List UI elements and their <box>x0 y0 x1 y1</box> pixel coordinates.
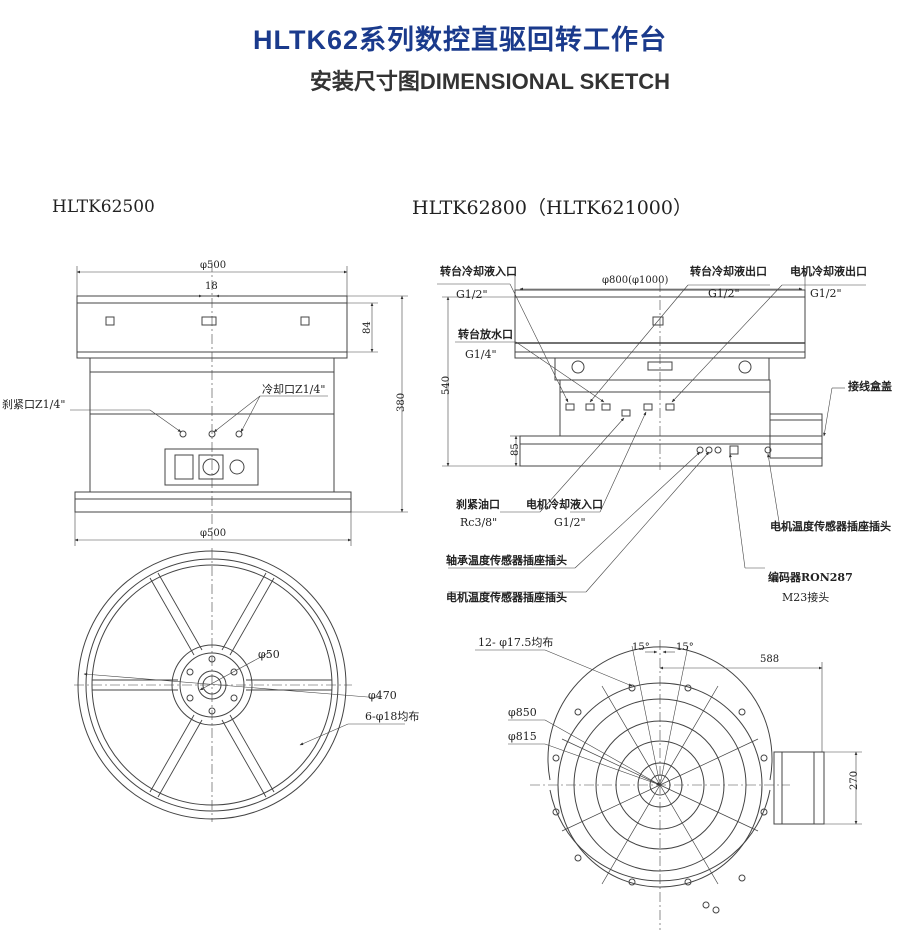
right-top-dimensions <box>475 645 862 825</box>
left-dim-total-height: 380 <box>396 393 407 412</box>
callout-table-coolant-out-size: G1/2" <box>708 287 740 300</box>
left-top-dimensions <box>83 651 405 746</box>
right-dim-total-height: 540 <box>441 376 452 395</box>
left-port-coolant: 冷却口Z1/4" <box>262 383 325 396</box>
page-title: HLTK62系列数控直驱回转工作台 <box>252 25 667 55</box>
callout-brake-oil-size: Rc3/8" <box>460 516 497 529</box>
right-top-view <box>530 640 825 930</box>
callout-motor-coolant-out: 电机冷却液出口 <box>790 264 867 278</box>
page-subtitle: 安装尺寸图DIMENSIONAL SKETCH <box>309 69 671 94</box>
callout-motor-coolant-out-size: G1/2" <box>810 287 842 300</box>
callout-table-coolant-in-size: G1/2" <box>456 288 488 301</box>
right-dim-outer: φ850 <box>508 706 537 719</box>
right-side-view <box>514 282 823 470</box>
callout-motor-coolant-in: 电机冷却液入口 <box>526 497 603 511</box>
callout-brake-oil: 刹紧油口 <box>456 497 500 511</box>
left-dim-top-height: 84 <box>362 321 373 334</box>
left-dim-top-width: φ500 <box>200 260 226 271</box>
callout-encoder-conn: M23接头 <box>782 591 829 604</box>
callout-junction-cover: 接线盒盖 <box>848 379 892 393</box>
right-dim-box-offset: 588 <box>760 654 779 665</box>
callout-table-drain: 转台放水口 <box>458 327 513 341</box>
callout-table-drain-size: G1/4" <box>465 348 497 361</box>
right-dim-inner: φ815 <box>508 730 537 743</box>
callout-motor-temp: 电机温度传感器插座插头 <box>446 590 567 604</box>
right-dim-top-width: φ800(φ1000) <box>602 275 668 286</box>
left-side-dimensions <box>70 266 408 546</box>
right-dim-holes: 12- φ17.5均布 <box>478 636 553 649</box>
right-side-dimensions <box>437 272 866 593</box>
callout-encoder: 编码器RON287 <box>768 570 853 584</box>
right-dim-box-height: 270 <box>849 771 860 790</box>
left-dim-bolt-circle: φ470 <box>368 689 397 702</box>
left-dim-slot: 18 <box>205 281 218 292</box>
left-top-view <box>74 548 352 822</box>
right-model-label: HLTK62800（HLTK621000） <box>412 197 692 219</box>
callout-motor-temp-right: 电机温度传感器插座插头 <box>770 519 891 533</box>
right-dim-angle1: 15° <box>632 642 650 653</box>
callout-table-coolant-in: 转台冷却液入口 <box>440 264 517 278</box>
left-dim-center-bore: φ50 <box>258 648 280 661</box>
right-dim-angle2: 15° <box>676 642 694 653</box>
callout-bearing-temp: 轴承温度传感器插座插头 <box>446 553 567 567</box>
callout-table-coolant-out: 转台冷却液出口 <box>690 264 767 278</box>
left-side-view <box>74 262 352 540</box>
right-dim-base-height: 85 <box>510 443 521 456</box>
left-dim-base-width: φ500 <box>200 528 226 539</box>
left-port-clamp: 刹紧口Z1/4" <box>2 398 65 411</box>
left-dim-holes: 6-φ18均布 <box>365 710 419 723</box>
left-model-label: HLTK62500 <box>52 197 155 217</box>
callout-motor-coolant-in-size: G1/2" <box>554 516 586 529</box>
